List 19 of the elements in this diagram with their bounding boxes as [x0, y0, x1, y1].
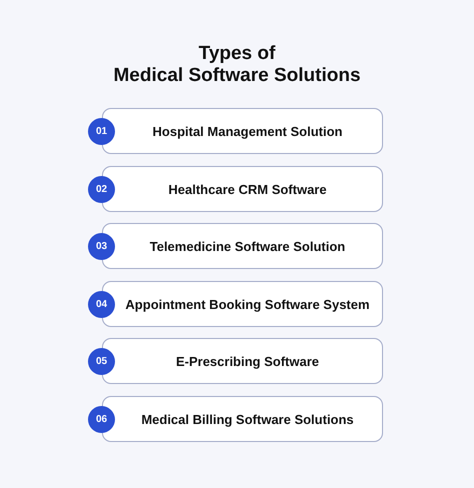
title: Types of Medical Software Solutions	[113, 43, 361, 87]
step-number: 06	[96, 414, 108, 425]
item-title: Healthcare CRM Software	[168, 182, 327, 196]
step-number-circle	[88, 348, 115, 375]
step-number: 05	[96, 356, 108, 367]
item-title: E-Prescribing Software	[176, 354, 320, 368]
step-number-circle	[88, 176, 115, 203]
item-title: Telemedicine Software Solution	[150, 238, 346, 254]
item-title: Hospital Management Solution	[152, 124, 342, 138]
step-number: 04	[96, 299, 108, 310]
step-number: 02	[96, 184, 108, 195]
step-number-circle	[88, 233, 115, 260]
step-number: 01	[96, 126, 108, 137]
step-number-circle	[88, 291, 115, 318]
item-title: Medical Billing Software Solutions	[141, 412, 354, 426]
step-number: 03	[96, 241, 108, 252]
step-number-circle	[88, 118, 115, 145]
item-title: Appointment Booking Software System	[125, 296, 370, 312]
step-number-circle	[88, 406, 115, 433]
